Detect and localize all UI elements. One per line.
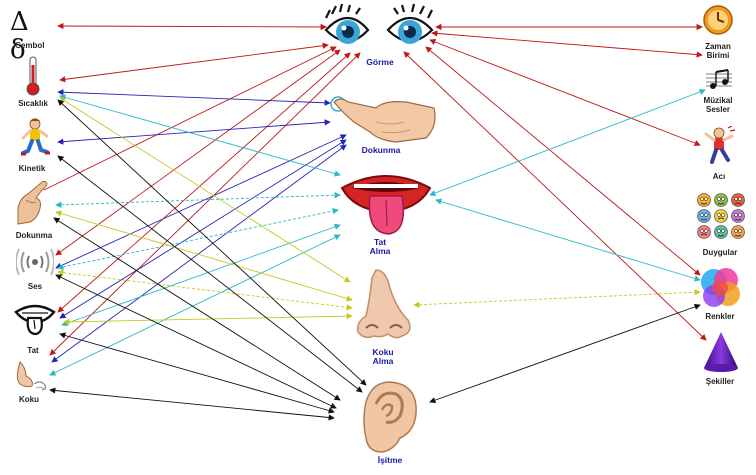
gorme-label: Görme (366, 57, 394, 67)
sound-waves-icon (16, 248, 54, 276)
music-notes-icon (706, 69, 732, 89)
sembol-label: Sembol (15, 41, 45, 50)
nose-icon (356, 269, 411, 339)
tongue-out-icon (14, 304, 56, 336)
tat-alma-label-line1: Tat (373, 237, 387, 247)
gorme-sense: Görme (322, 2, 438, 72)
koku-alma-label-line2: Alma (372, 356, 394, 366)
aci-label: Acı (712, 172, 726, 181)
muzikal-label-line2: Sesler (705, 105, 731, 114)
mouth-tongue-icon (340, 175, 432, 235)
koku-alma-label-line1: Koku (372, 347, 394, 357)
running-boy-icon (21, 118, 50, 156)
zaman-item: Zaman Birimi (694, 4, 744, 62)
sicaklik-item: Sıcaklık (10, 55, 60, 110)
zaman-label-line2: Birimi (706, 51, 730, 60)
duygular-item: Duygular (694, 192, 748, 258)
kinetik-item: Kinetik (10, 118, 60, 174)
dokunma-sense: Dokunma (326, 92, 438, 162)
sembol-item: Δ δ Sembol (8, 8, 60, 64)
pointing-hand-icon (17, 180, 48, 225)
eyes-icon (324, 3, 434, 44)
duygular-label: Duygular (702, 248, 738, 257)
tat-alma-sense: Tat Alma (338, 170, 434, 258)
clock-icon (703, 5, 733, 35)
tat-left-item: Tat (10, 302, 60, 358)
koku-left-item: Koku (10, 360, 60, 410)
renkler-label: Renkler (705, 312, 735, 321)
isitme-label: İşitme (377, 455, 403, 465)
thermometer-icon (26, 56, 40, 96)
muzikal-item: Müzikal Sesler (694, 68, 744, 118)
color-splash-icon (701, 268, 740, 307)
smelling-nose-icon (16, 361, 47, 391)
touching-finger-icon (330, 96, 436, 143)
dokunma-center-label: Dokunma (361, 145, 401, 155)
tat-alma-label-line2: Alma (369, 246, 391, 256)
ear-icon (363, 381, 417, 453)
ses-item: Ses (12, 248, 60, 293)
purple-cone-icon (704, 332, 738, 372)
dokunma-left-item: Dokunma (8, 178, 64, 242)
koku-left-label: Koku (19, 395, 39, 404)
pain-person-icon (704, 126, 736, 164)
sekiller-label: Şekiller (705, 377, 735, 386)
koku-alma-sense: Koku Alma (352, 268, 416, 368)
dokunma-left-label: Dokunma (15, 231, 53, 240)
muzikal-label-line1: Müzikal (703, 96, 733, 105)
tat-left-label: Tat (27, 346, 39, 355)
delta-symbol-icon: Δ δ (10, 7, 32, 65)
emotion-faces-icon (697, 193, 745, 239)
ses-label: Ses (27, 282, 43, 291)
aci-item: Acı (696, 126, 742, 184)
sekiller-item: Şekiller (696, 330, 746, 390)
zaman-label-line1: Zaman (705, 42, 731, 51)
isitme-sense: İşitme (356, 380, 426, 470)
renkler-item: Renkler (694, 266, 748, 326)
sicaklik-label: Sıcaklık (18, 99, 48, 108)
kinetik-label: Kinetik (18, 164, 46, 173)
